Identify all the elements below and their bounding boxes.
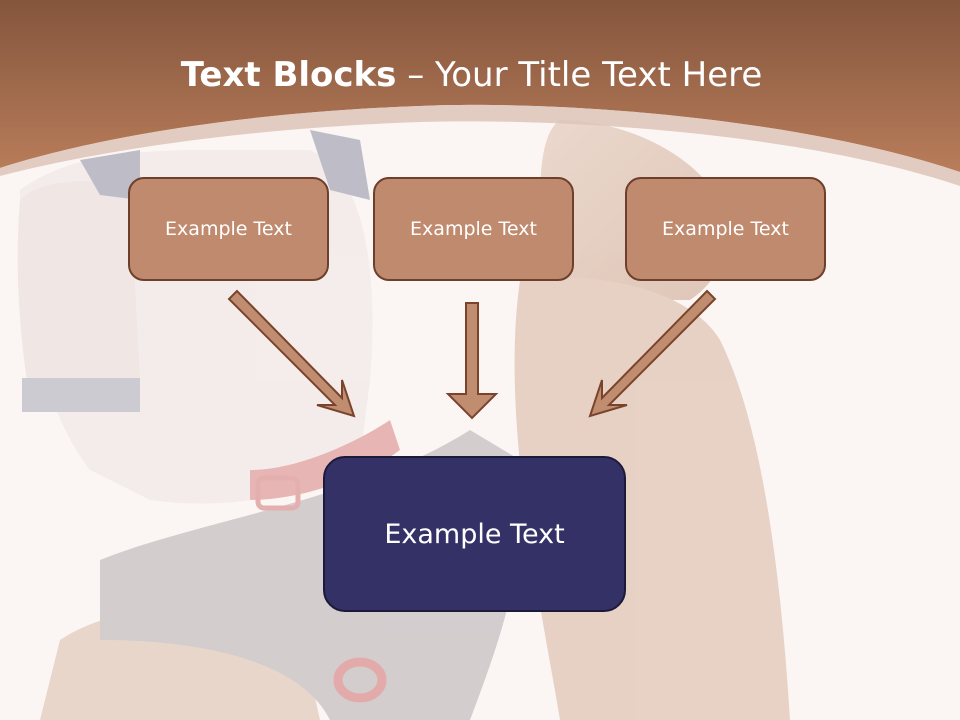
title-bold: Text Blocks — [180, 55, 397, 95]
text-block-bottom[interactable]: Example Text — [323, 456, 626, 612]
text-block-bottom-label: Example Text — [384, 518, 565, 550]
text-block-middle-label: Example Text — [410, 218, 537, 240]
header-swoosh — [0, 104, 960, 186]
text-block-right-label: Example Text — [662, 218, 789, 240]
title-rest: – Your Title Text Here — [396, 55, 763, 95]
text-block-left[interactable]: Example Text — [128, 177, 329, 281]
header-band — [0, 0, 960, 172]
slide-title: Text Blocks – Your Title Text Here — [0, 52, 943, 98]
text-block-left-label: Example Text — [165, 218, 292, 240]
text-block-right[interactable]: Example Text — [625, 177, 826, 281]
text-block-middle[interactable]: Example Text — [373, 177, 574, 281]
